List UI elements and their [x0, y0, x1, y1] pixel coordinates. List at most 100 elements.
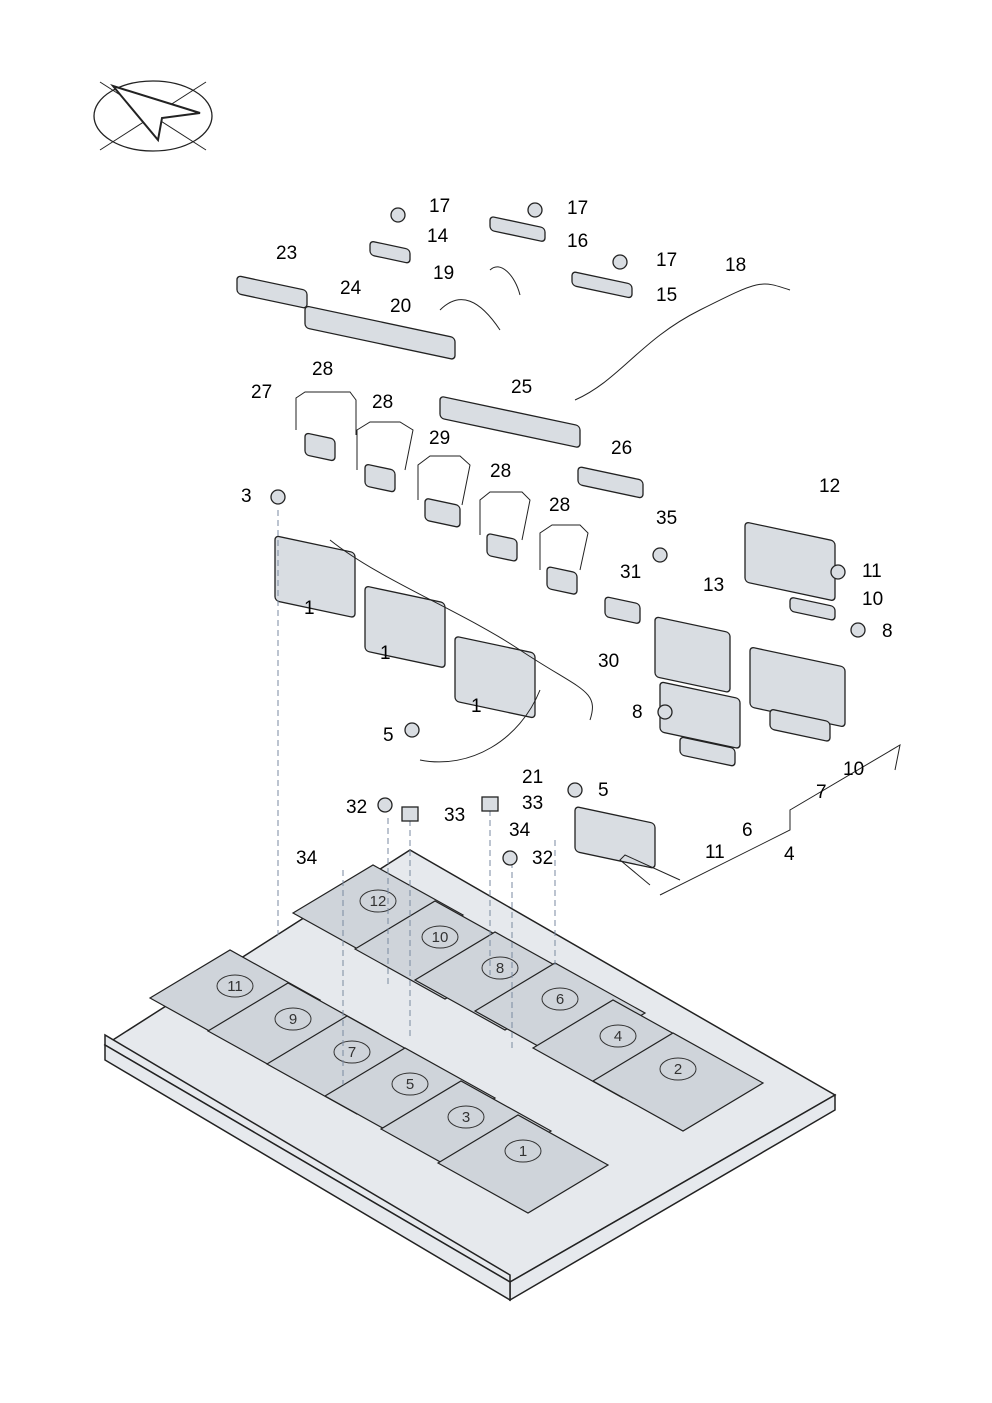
- callout-label[interactable]: 18: [725, 255, 746, 276]
- callout-label[interactable]: 19: [433, 263, 454, 284]
- callout-label[interactable]: 30: [598, 651, 619, 672]
- disconnect-module-4: [574, 806, 656, 869]
- module-number-circle: [599, 1024, 637, 1048]
- module-number: 7: [348, 1044, 356, 1061]
- cover-plate-24: [304, 305, 456, 360]
- rubber-mount-33: [401, 806, 419, 822]
- bolt-icon: [502, 850, 518, 866]
- module-shape: [436, 1114, 610, 1214]
- callout-label[interactable]: 11: [862, 561, 882, 582]
- callout-label[interactable]: 33: [444, 805, 465, 826]
- cover-plate-23: [236, 275, 308, 309]
- module-number: 11: [227, 978, 243, 995]
- cell-controller-1: [364, 586, 446, 668]
- cell-controller-1: [274, 535, 356, 618]
- bracket-14: [369, 241, 411, 264]
- holder-31: [604, 596, 641, 624]
- module-number: 12: [370, 893, 387, 910]
- bolt-icon: [567, 782, 583, 798]
- callout-label[interactable]: 17: [429, 196, 450, 217]
- callout-label[interactable]: 5: [598, 780, 609, 801]
- bracket-leaders: [295, 391, 589, 571]
- callout-label[interactable]: 31: [620, 562, 641, 583]
- callout-label[interactable]: 1: [380, 643, 391, 664]
- callout-label[interactable]: 29: [429, 428, 450, 449]
- callout-label[interactable]: 20: [390, 296, 411, 317]
- bracket-16: [489, 216, 546, 242]
- control-unit-cover-12: [744, 522, 836, 601]
- battery-module: 1: [436, 1114, 610, 1214]
- callout-label[interactable]: 6: [742, 820, 753, 841]
- module-number-circle: [504, 1139, 542, 1163]
- battery-tray: [103, 849, 837, 1302]
- module-number-circle: [391, 1072, 429, 1096]
- callout-label[interactable]: 28: [372, 392, 393, 413]
- module-number: 3: [462, 1109, 470, 1126]
- callout-label[interactable]: 16: [567, 231, 588, 252]
- module-number: 10: [432, 929, 449, 946]
- rubber-mount-33: [481, 796, 499, 812]
- bolt-icon: [830, 564, 846, 580]
- module-number-circle: [447, 1105, 485, 1129]
- bolt-icon: [270, 489, 286, 505]
- callout-label[interactable]: 32: [532, 848, 553, 869]
- callout-labels: 1714171619201715182324252627282829282831…: [241, 196, 893, 869]
- battery-module: 2: [591, 1032, 765, 1132]
- module-clip-28: [486, 533, 518, 562]
- module-number-circle: [481, 956, 519, 980]
- callout-label[interactable]: 11: [705, 842, 725, 863]
- callout-label[interactable]: 28: [490, 461, 511, 482]
- callout-label[interactable]: 21: [522, 767, 543, 788]
- callout-label[interactable]: 24: [340, 278, 362, 299]
- callout-label[interactable]: 5: [383, 725, 394, 746]
- orientation-compass-icon: [93, 80, 213, 152]
- callout-label[interactable]: 34: [509, 820, 531, 841]
- bolt-icon: [377, 797, 393, 813]
- bracket-leaders-4: [619, 743, 901, 896]
- callout-label[interactable]: 17: [567, 198, 588, 219]
- module-number-circle: [216, 974, 254, 998]
- callout-label[interactable]: 32: [346, 797, 367, 818]
- module-number: 9: [289, 1011, 297, 1028]
- bolt-icon: [850, 622, 866, 638]
- bolt-icon: [527, 202, 543, 218]
- callout-label[interactable]: 12: [819, 476, 840, 497]
- callout-label[interactable]: 8: [882, 621, 893, 642]
- module-number-circle: [333, 1040, 371, 1064]
- cover-plate-25: [439, 396, 581, 448]
- module-number: 2: [674, 1061, 682, 1078]
- cover-plate-26: [577, 466, 644, 499]
- module-clip-28: [304, 432, 336, 462]
- callout-label[interactable]: 1: [304, 598, 315, 619]
- callout-label[interactable]: 28: [549, 495, 570, 516]
- cell-controller-1: [454, 636, 536, 719]
- bolt-icon: [652, 547, 668, 563]
- callout-label[interactable]: 33: [522, 793, 543, 814]
- callout-label[interactable]: 14: [427, 226, 449, 247]
- callout-label[interactable]: 34: [296, 848, 318, 869]
- callout-label[interactable]: 8: [632, 702, 643, 723]
- callout-label[interactable]: 23: [276, 243, 297, 264]
- callout-label[interactable]: 4: [784, 844, 795, 865]
- callout-label[interactable]: 10: [843, 759, 864, 780]
- callout-label[interactable]: 10: [862, 589, 883, 610]
- wiring-harness-19-20: [439, 266, 521, 331]
- module-number: 6: [556, 991, 564, 1008]
- callout-label[interactable]: 7: [816, 782, 827, 803]
- callout-label[interactable]: 27: [251, 382, 272, 403]
- callout-label[interactable]: 26: [611, 438, 632, 459]
- bracket-10: [789, 597, 836, 621]
- callout-label[interactable]: 25: [511, 377, 532, 398]
- callout-label[interactable]: 1: [471, 696, 482, 717]
- callout-label[interactable]: 3: [241, 486, 252, 507]
- module-number-circle: [274, 1007, 312, 1031]
- callout-label[interactable]: 17: [656, 250, 677, 271]
- callout-label[interactable]: 15: [656, 285, 677, 306]
- callout-label[interactable]: 35: [656, 508, 677, 529]
- callout-label[interactable]: 13: [703, 575, 724, 596]
- callout-label[interactable]: 28: [312, 359, 333, 380]
- module-clip-28: [546, 566, 578, 595]
- insulator-7: [769, 709, 831, 742]
